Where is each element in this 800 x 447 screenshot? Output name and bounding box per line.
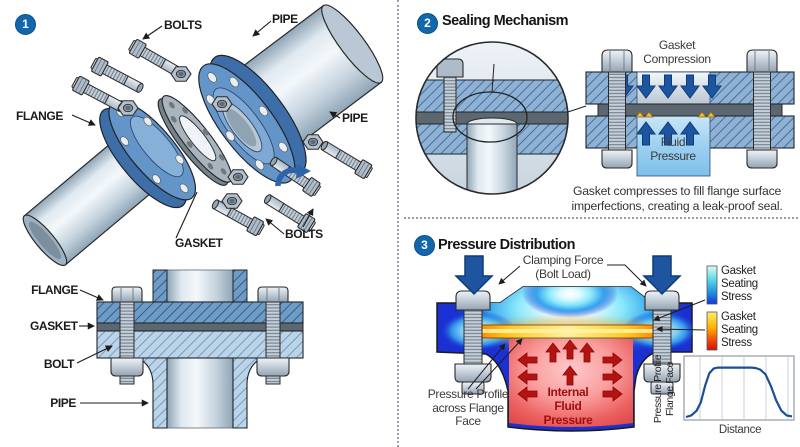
pd-bolt-right [643,290,681,395]
right-flange-assembly [198,4,384,184]
legend-cool-label: Gasket Seating Stress [721,265,758,304]
exploded-leaders [71,20,341,239]
section-bolt-right [256,286,290,385]
vertical-divider [397,0,399,447]
left-flange-assembly [22,100,197,267]
mini-chart [683,355,795,421]
label-pressure-profile: Pressure Profile across Flange Face [427,387,509,428]
label-flange-exploded: FLANGE [16,109,63,123]
label-gasket-exploded: GASKET [175,236,223,250]
sealing-bolt-left [601,49,633,169]
sealing-section [585,49,795,177]
cross-section-view [76,269,304,429]
label-internal-fluid-pressure: Internal Fluid Pressure [543,385,593,427]
exploded-view [22,4,384,267]
label-pipe-top: PIPE [272,12,298,26]
label-pipe-right: PIPE [342,111,368,125]
legend-hot-label: Gasket Seating Stress [721,311,758,350]
label-bolts-bottom: BOLTS [285,227,323,241]
gasket-exploded [157,95,233,186]
horizontal-divider [404,217,798,219]
label-clamping-force: Clamping Force (Bolt Load) [522,253,604,281]
label-pipe-section: PIPE [50,396,76,410]
badge-2: 2 [417,13,438,34]
gasket-fill-imperfections [635,111,716,118]
badge-1: 1 [15,14,36,35]
label-gasket-compression: Gasket Compression [643,38,711,66]
pd-bolt-left [454,290,492,395]
title-sealing-mechanism: Sealing Mechanism [442,13,569,29]
sealing-caption: Gasket compresses to fill flange surface… [571,184,783,213]
legend-hot-bar [706,311,718,351]
label-flange-section: FLANGE [31,283,78,297]
section-bolt-left [110,286,144,385]
title-pressure-distribution: Pressure Distribution [438,237,575,253]
label-fluid-pressure: Fluid Pressure [650,135,696,163]
label-gasket-section: GASKET [30,319,78,333]
section-leaders [76,289,149,407]
clamping-force-arrows [454,255,682,296]
pressure-distribution-diagram [436,255,795,432]
mini-chart-xlabel: Distance [718,424,762,436]
pressure-profile-curve [685,366,793,419]
pd-leaders [467,264,706,390]
label-bolts-top: BOLTS [164,18,202,32]
legend-cool-bar [706,265,718,305]
mini-chart-ylabel: Pressure Profile Flange Face [652,354,676,424]
sealing-inset [415,41,587,195]
label-bolt-section: BOLT [43,357,75,371]
rotation-arrow-icon [275,164,311,187]
badge-3: 3 [414,235,435,256]
sealing-bolt-right [746,49,778,169]
